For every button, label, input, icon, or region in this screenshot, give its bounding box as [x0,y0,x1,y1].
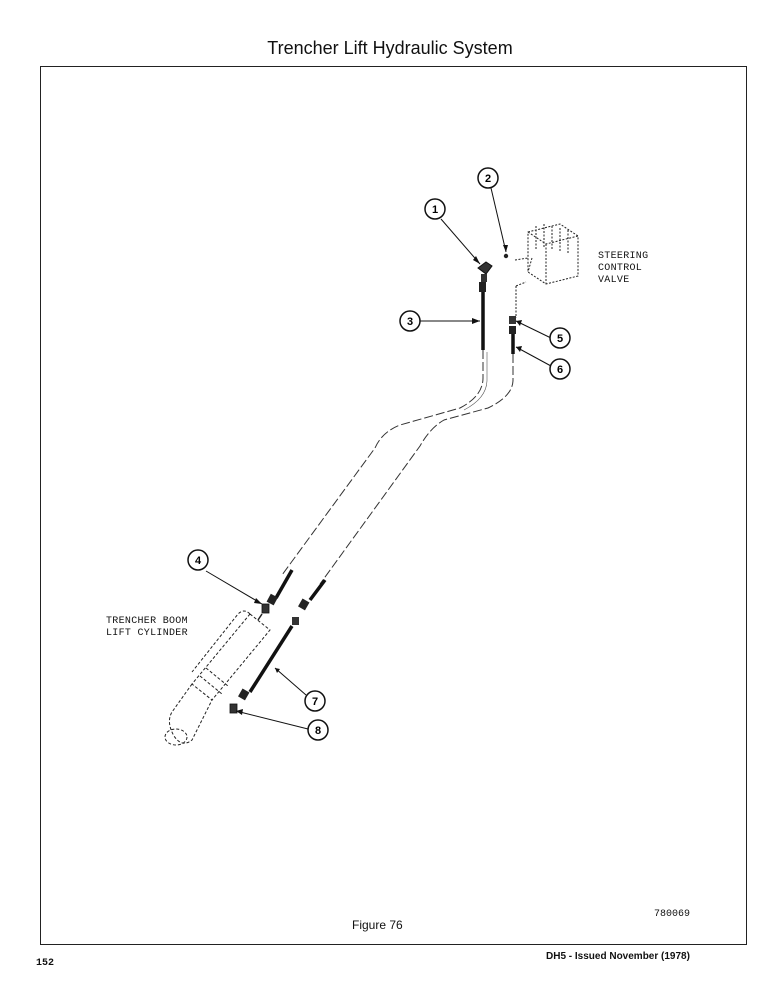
page-title: Trencher Lift Hydraulic System [267,38,513,58]
steering-label-line-2: CONTROL [598,263,643,274]
hose-7 [238,617,299,701]
steering-control-valve [514,223,579,318]
callout-6-number: 6 [557,364,563,376]
issue-note: DH5 - Issued November (1978) [546,951,690,962]
hose-3 [266,282,488,606]
arrowheads [236,245,522,715]
callout-5: 5 [549,327,571,349]
lift-cylinder [164,610,271,746]
callout-1-number: 1 [432,204,438,216]
callout-4-number: 4 [195,555,202,567]
callout-7-number: 7 [312,696,318,708]
callout-3: 3 [399,310,421,332]
callout-6: 6 [549,358,571,380]
leader-lines [205,187,552,730]
callout-3-number: 3 [407,316,413,328]
fitting-4 [257,603,270,621]
lift-cylinder-label: TRENCHER BOOM LIFT CYLINDER [106,616,188,640]
callout-markers: 1 2 3 4 5 6 7 8 [187,167,571,741]
fitting-8 [229,703,238,714]
callout-7: 7 [304,690,326,712]
hose-6 [298,316,516,611]
callout-2: 2 [477,167,499,189]
page-number: 152 [36,958,55,969]
cylinder-label-line-2: LIFT CYLINDER [106,628,188,639]
callout-1: 1 [424,198,446,220]
steering-label-line-3: VALVE [598,275,630,286]
callout-4: 4 [187,549,209,571]
fitting-small [503,253,509,259]
callout-5-number: 5 [557,333,563,345]
cylinder-label-line-1: TRENCHER BOOM [106,616,188,627]
fitting-elbow [477,261,493,282]
figure-code: 780069 [654,909,691,920]
figure-frame [40,66,747,945]
callout-8-number: 8 [315,725,321,737]
steering-label-line-1: STEERING [598,251,649,262]
callout-8: 8 [307,719,329,741]
steering-valve-label: STEERING CONTROL VALVE [598,251,648,287]
callout-2-number: 2 [485,173,491,185]
figure-caption: Figure 76 [352,918,403,932]
